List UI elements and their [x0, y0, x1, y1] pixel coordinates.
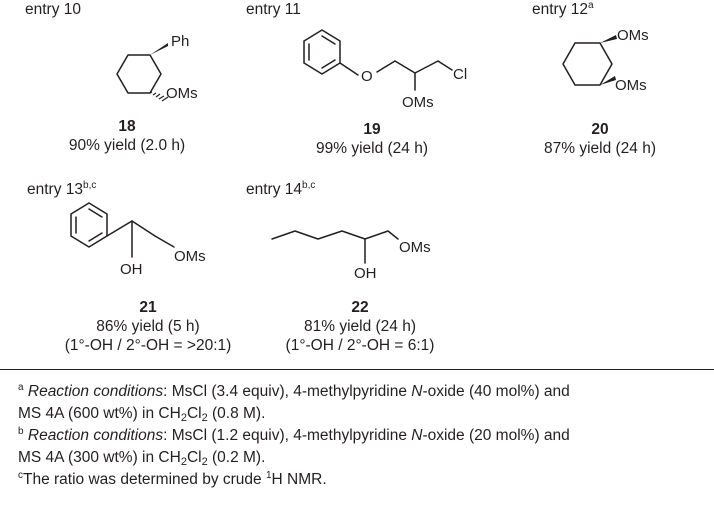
atom-label: OMs [166, 85, 198, 102]
yield-text: 87% yield (24 h) [543, 140, 656, 157]
atom-label: OH [120, 261, 143, 278]
caption-22: 22 81% yield (24 h) (1°-OH / 2°-OH = 6:1… [260, 298, 460, 355]
footnotes: a Reaction conditions: MsCl (3.4 equiv),… [18, 381, 570, 491]
atom-label: OMs [402, 94, 434, 111]
yield-text: 86% yield (5 h) [96, 318, 200, 335]
footnote-a: a Reaction conditions: MsCl (3.4 equiv),… [18, 382, 570, 401]
footnote-divider [0, 369, 714, 370]
caption-20: 20 87% yield (24 h) [512, 120, 688, 158]
entry-14-label: entry 14b,c [246, 180, 316, 199]
caption-21: 21 86% yield (5 h) (1°-OH / 2°-OH = >20:… [30, 298, 266, 355]
ratio-text: (1°-OH / 2°-OH = >20:1) [64, 337, 232, 354]
entry-12-label: entry 12a [532, 0, 594, 19]
ratio-text: (1°-OH / 2°-OH = 6:1) [285, 337, 435, 354]
caption-19: 19 99% yield (24 h) [287, 120, 457, 158]
atom-label: Cl [453, 66, 467, 83]
atom-label: OH [354, 265, 377, 282]
footnote-b: b Reaction conditions: MsCl (1.2 equiv),… [18, 426, 570, 445]
compound-number: 18 [118, 118, 136, 135]
compound-number: 21 [139, 299, 157, 316]
atom-label: OMs [174, 248, 206, 265]
yield-text: 90% yield (2.0 h) [68, 137, 186, 154]
compound-number: 19 [363, 121, 381, 138]
entry-11-label: entry 11 [246, 1, 301, 18]
atom-label: Ph [171, 33, 189, 50]
structure-19 [303, 29, 453, 91]
footnote-mark: a [588, 0, 594, 11]
atom-label: OMs [617, 27, 649, 44]
footnote-mark: b,c [83, 180, 97, 191]
atom-label: OMs [399, 239, 431, 256]
footnote-c: cThe ratio was determined by crude 1H NM… [18, 470, 327, 489]
compound-number: 20 [591, 121, 609, 138]
footnote-a-line2: MS 4A (600 wt%) in CH2Cl2 (0.8 M). [18, 405, 266, 424]
structure-21 [70, 202, 175, 258]
structure-18 [116, 43, 168, 94]
structure-20 [562, 35, 617, 86]
footnote-b-line2: MS 4A (300 wt%) in CH2Cl2 (0.2 M). [18, 449, 266, 468]
yield-text: 99% yield (24 h) [315, 140, 428, 157]
caption-18: 18 90% yield (2.0 h) [40, 117, 214, 155]
footnote-mark: b,c [302, 180, 316, 191]
structure-22 [271, 230, 399, 264]
entry-13-label: entry 13b,c [27, 180, 97, 199]
atom-label: O [361, 68, 373, 85]
structures: Ph OMs O Cl OMs OMs OMs OMs OH OMs OH [70, 27, 649, 282]
yield-text: 81% yield (24 h) [303, 318, 416, 335]
compound-number: 22 [351, 299, 369, 316]
atom-label: OMs [615, 77, 647, 94]
entry-10-label: entry 10 [25, 1, 82, 18]
